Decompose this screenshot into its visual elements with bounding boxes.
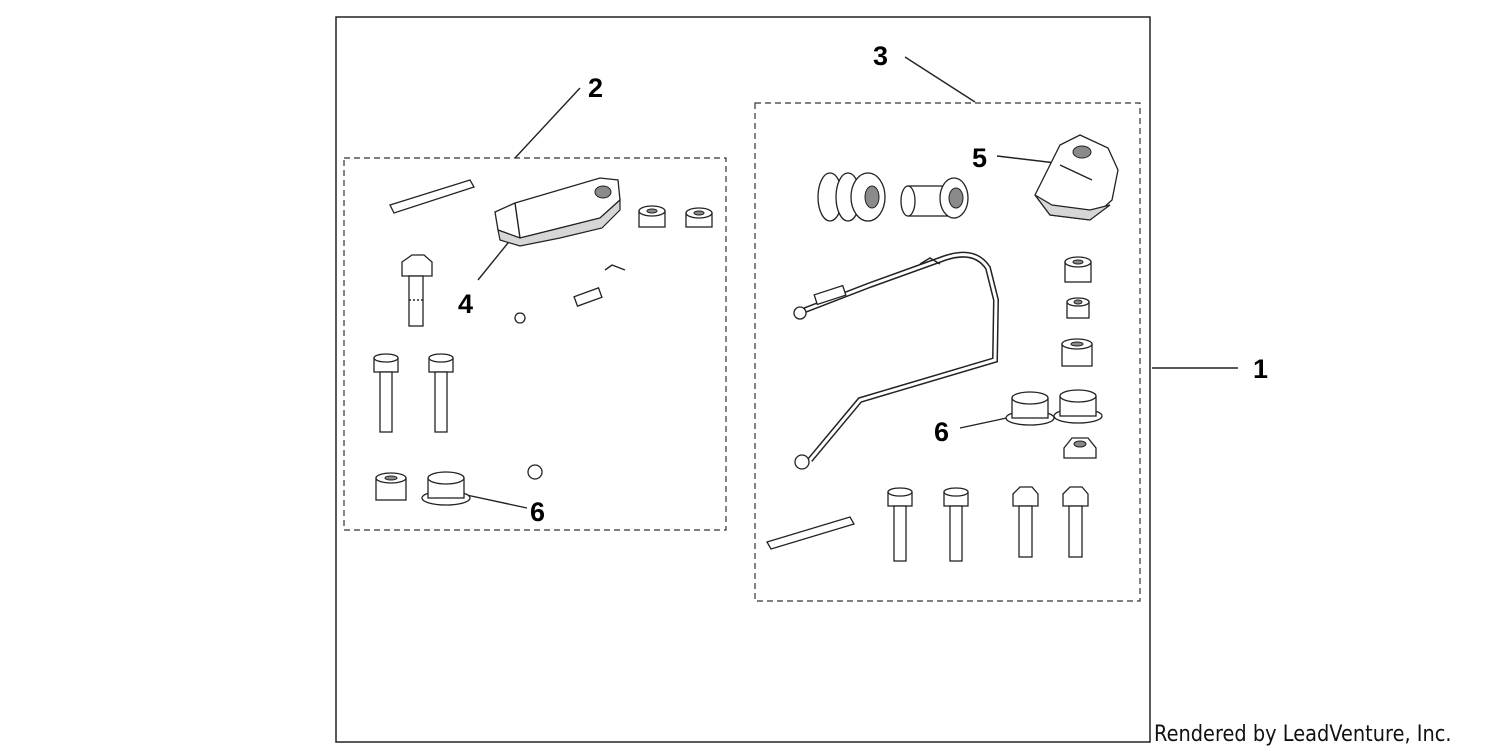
hex-bolt-left: [401, 254, 433, 327]
socket-bolt-right-b: [943, 487, 969, 562]
hex-bolt-right-b: [1062, 486, 1089, 558]
cap-right-a: [1005, 391, 1055, 426]
kit-frame: [335, 16, 1151, 743]
socket-bolt-left-a: [373, 353, 399, 433]
bracket-left: [494, 177, 621, 247]
callout-1: 1: [1253, 354, 1268, 384]
callout-4: 4: [458, 289, 473, 319]
callout-3: 3: [873, 41, 888, 71]
callout-2: 2: [588, 73, 603, 103]
socket-bolt-left-b: [428, 353, 454, 433]
spacer-left-a: [638, 205, 666, 228]
hex-bolt-right-a: [1012, 486, 1039, 558]
cap-left: [421, 471, 471, 506]
callout-6-right: 6: [934, 417, 949, 447]
left-group-box: [343, 157, 727, 531]
grommet-stack: [817, 172, 886, 222]
decal-strip-right: [766, 516, 855, 550]
leader-5: [996, 155, 1057, 164]
spacer-right-a: [1064, 256, 1092, 283]
callout-5: 5: [972, 143, 987, 173]
hex-nut: [1063, 437, 1097, 459]
spacer-left-b: [685, 207, 713, 228]
decal-strip-left: [389, 179, 475, 214]
socket-bolt-right-a: [887, 487, 913, 562]
grab-bar-left: [514, 259, 690, 480]
spacer-right-b: [1066, 297, 1090, 319]
leader-3: [904, 56, 976, 103]
leader-4: [477, 237, 513, 281]
bracket-right: [1034, 134, 1119, 221]
cap-right-b: [1053, 389, 1103, 424]
right-group-box: [754, 102, 1141, 602]
leader-6-left: [461, 493, 528, 509]
bushing: [900, 177, 969, 219]
render-credit: Rendered by LeadVenture, Inc.: [1154, 722, 1452, 747]
spacer-left-c: [375, 472, 407, 501]
spacer-right-c: [1061, 338, 1093, 367]
callout-6-left: 6: [530, 497, 545, 527]
leader-2: [514, 87, 581, 159]
grab-bar-right: [793, 251, 1000, 470]
